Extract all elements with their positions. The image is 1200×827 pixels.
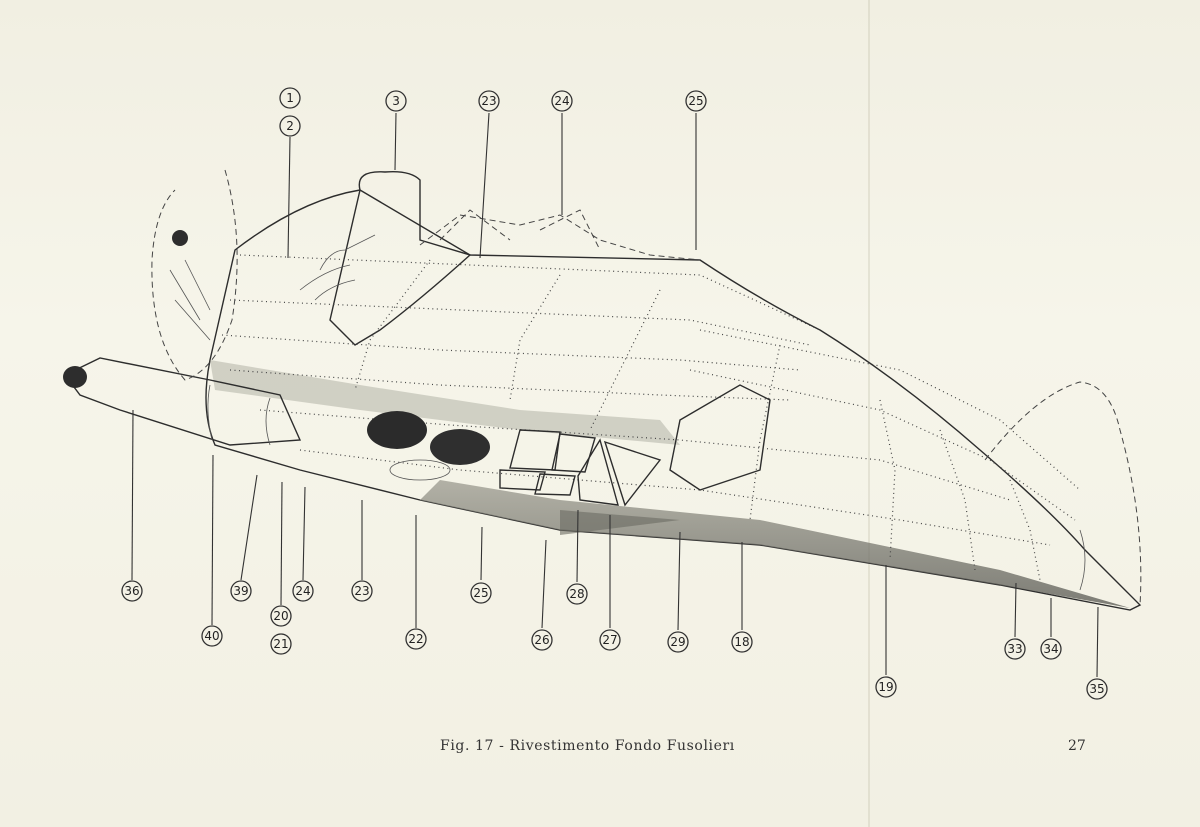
svg-text:23: 23 xyxy=(354,584,369,598)
svg-text:21: 21 xyxy=(273,637,288,651)
leader-lines xyxy=(131,112,1099,678)
tail-fin-arc xyxy=(984,381,1142,606)
callout-23-bottom: 23 xyxy=(351,580,373,602)
svg-text:34: 34 xyxy=(1043,642,1058,656)
svg-text:22: 22 xyxy=(408,632,423,646)
access-cover-left xyxy=(367,411,427,449)
svg-text:24: 24 xyxy=(295,584,310,598)
callout-27: 27 xyxy=(599,629,621,651)
callout-3: 3 xyxy=(385,90,407,112)
svg-text:28: 28 xyxy=(569,587,584,601)
svg-text:1: 1 xyxy=(286,91,294,105)
callout-20: 20 xyxy=(270,605,292,627)
svg-text:29: 29 xyxy=(670,635,685,649)
svg-text:25: 25 xyxy=(473,586,488,600)
callout-2: 2 xyxy=(279,115,301,137)
callout-34: 34 xyxy=(1040,638,1062,660)
callout-19: 19 xyxy=(875,676,897,698)
callout-23-top: 23 xyxy=(478,90,500,112)
propeller-arc xyxy=(151,169,238,381)
page-number: 27 xyxy=(1068,738,1086,754)
svg-text:2: 2 xyxy=(286,119,294,133)
callout-24-bottom: 24 xyxy=(292,580,314,602)
figure-caption: Fig. 17 - Rivestimento Fondo Fusolierı xyxy=(440,738,735,754)
svg-text:23: 23 xyxy=(481,94,496,108)
svg-text:24: 24 xyxy=(554,94,569,108)
callout-28: 28 xyxy=(566,583,588,605)
panel-lines xyxy=(221,254,1081,581)
intake-tube xyxy=(63,357,302,446)
inspection-windows xyxy=(499,429,680,535)
callout-36: 36 xyxy=(121,580,143,602)
callout-25-bottom: 25 xyxy=(470,582,492,604)
callouts: 1 2 3 23 24 25 36 40 39 20 21 24 xyxy=(121,87,1108,700)
callout-33: 33 xyxy=(1004,638,1026,660)
svg-text:20: 20 xyxy=(273,609,288,623)
svg-text:27: 27 xyxy=(602,633,617,647)
scoop-cowl xyxy=(329,170,472,346)
svg-text:25: 25 xyxy=(688,94,703,108)
callout-39: 39 xyxy=(230,580,252,602)
callout-21: 21 xyxy=(270,633,292,655)
cockpit-outline xyxy=(419,214,701,261)
access-cover-right xyxy=(430,429,490,465)
svg-text:40: 40 xyxy=(204,629,219,643)
svg-text:33: 33 xyxy=(1007,642,1022,656)
svg-text:26: 26 xyxy=(534,633,549,647)
svg-text:19: 19 xyxy=(878,680,893,694)
callout-22: 22 xyxy=(405,628,427,650)
callout-26: 26 xyxy=(531,629,553,651)
svg-text:39: 39 xyxy=(233,584,248,598)
svg-text:36: 36 xyxy=(124,584,139,598)
callout-18: 18 xyxy=(731,631,753,653)
callout-25-top: 25 xyxy=(685,90,707,112)
page-fold xyxy=(868,0,870,827)
wing-fairing xyxy=(669,384,771,491)
callout-29: 29 xyxy=(667,631,689,653)
callout-1: 1 xyxy=(279,87,301,109)
svg-text:3: 3 xyxy=(392,94,400,108)
callout-35: 35 xyxy=(1086,678,1108,700)
callout-24-top: 24 xyxy=(551,90,573,112)
svg-text:35: 35 xyxy=(1089,682,1104,696)
callout-40: 40 xyxy=(201,625,223,647)
svg-text:18: 18 xyxy=(734,635,749,649)
